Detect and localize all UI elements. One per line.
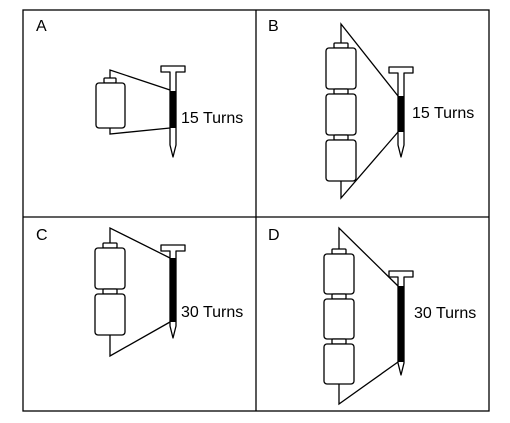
battery-terminal [331,338,347,345]
panel-grid [22,9,490,412]
wire-coil [170,258,176,322]
wire-top [109,226,171,259]
nail [388,66,414,158]
turns-label: 30 Turns [181,304,243,321]
battery-terminal [333,134,349,141]
battery-stack [95,77,126,129]
battery [323,343,355,385]
wire-bottom [109,321,171,358]
panel-a: A 15 Turns [36,18,243,158]
panel-b: B 15 Turns [268,18,474,200]
turns-label: 15 Turns [412,105,474,122]
wire-bottom [338,361,399,406]
battery [94,247,126,290]
battery-terminal [333,42,349,49]
battery [94,293,126,336]
turns-label: 30 Turns [414,305,476,322]
wire-coil [398,286,404,362]
battery [95,82,126,129]
wire-top [338,226,399,287]
panel-d: D 30 Turns [268,226,476,406]
battery-terminal [102,242,118,249]
battery-stack [325,42,357,182]
panel-letter: B [268,18,279,35]
wire-top [340,22,399,97]
battery [325,139,357,182]
battery-terminal [333,88,349,95]
nail [160,65,186,158]
wire-coil [398,96,404,132]
wire-bottom [340,131,399,200]
battery [325,47,357,90]
panel-c: C 30 Turns [36,226,243,358]
battery [323,298,355,340]
battery-terminal [103,77,117,84]
wire-top [109,69,171,91]
battery-stack [323,248,355,385]
panel-letter: C [36,227,48,244]
wire-coil [170,91,176,128]
battery-stack [94,242,126,336]
panel-letter: D [268,227,280,244]
nail [160,244,186,339]
battery-terminal [331,248,347,255]
turns-label: 15 Turns [181,110,243,127]
panel-letter: A [36,18,47,35]
battery-terminal [331,293,347,300]
battery-terminal [102,288,118,295]
battery [325,93,357,136]
nail [388,270,414,376]
wire-bottom [109,127,171,135]
battery [323,253,355,295]
